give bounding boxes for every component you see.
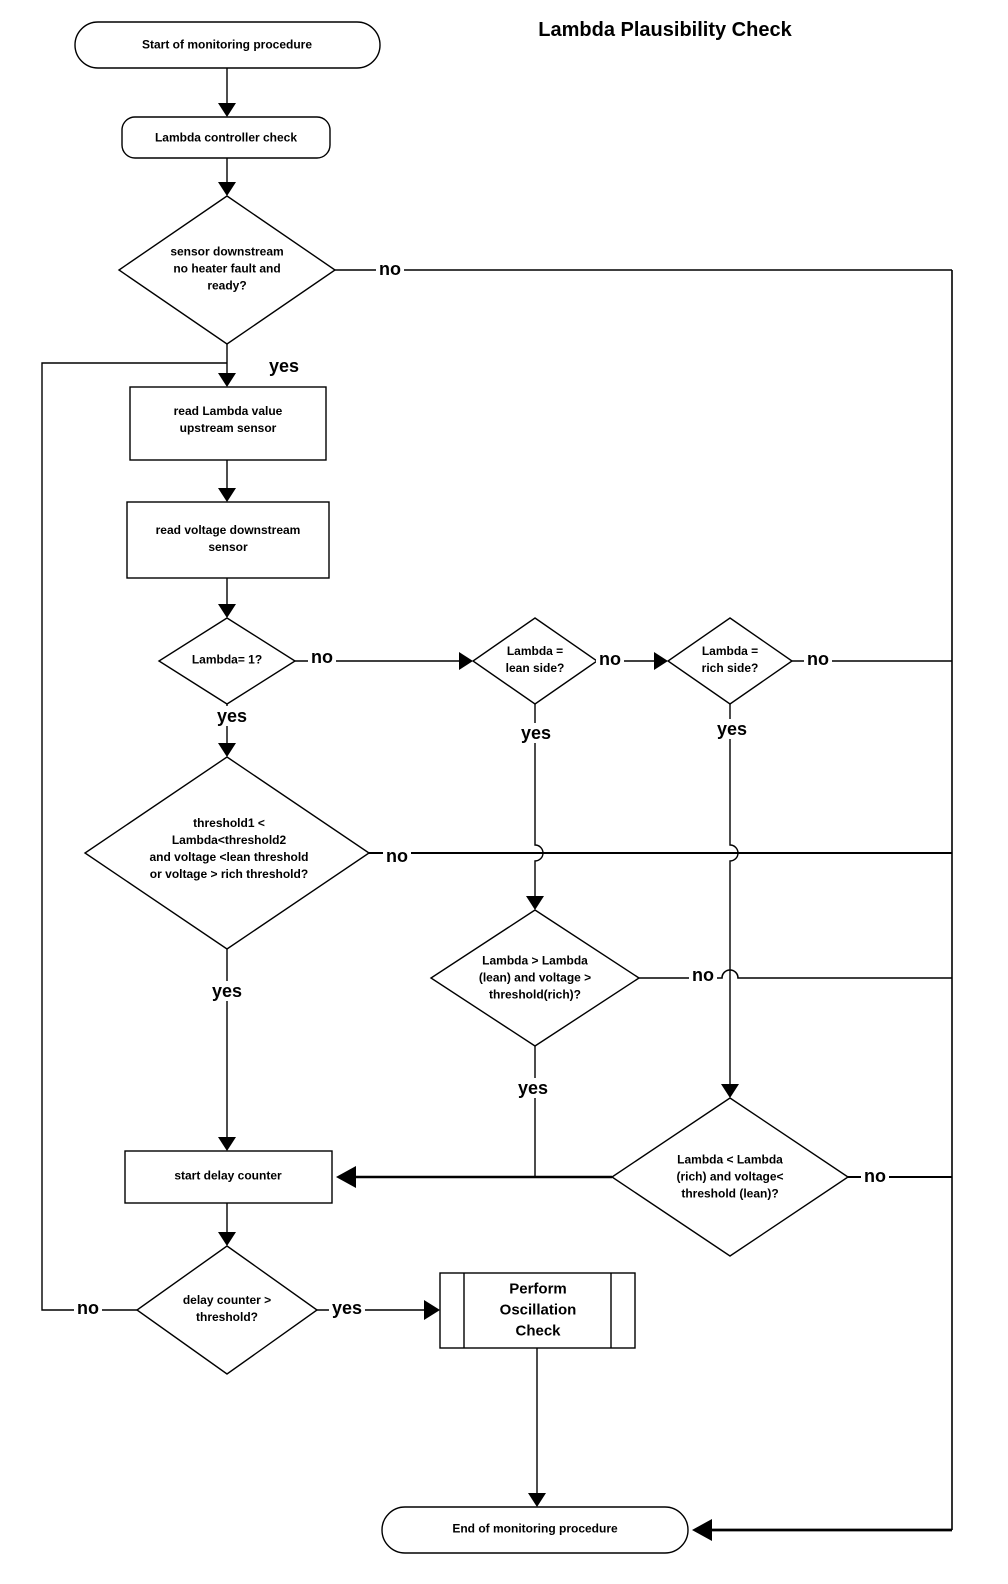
node-lean-voltage-label: Lambda > Lambda (lean) and voltage > thr…: [478, 953, 592, 1002]
arrowhead: [424, 1300, 440, 1320]
read-voltage-process-shape: [126, 501, 330, 579]
node-delay-counter-label: delay counter > threshold?: [182, 1293, 272, 1324]
edge-label-threshold-no: no: [383, 846, 411, 866]
node-controller-check-label: Lambda controller check: [154, 130, 298, 145]
controller-check-shape: [121, 116, 331, 159]
rich-voltage-decision-shape: [610, 1097, 850, 1257]
edge-label-rich-voltage-no: no: [861, 1166, 889, 1186]
arrowhead: [654, 652, 668, 670]
arrowhead: [218, 182, 236, 196]
edge-label-lean-voltage-no: no: [689, 965, 717, 985]
node-read-lambda-label: read Lambda value upstream sensor: [173, 404, 283, 435]
node-lambda-equals-1-label: Lambda= 1?: [191, 652, 263, 667]
arrowhead: [218, 488, 236, 502]
arrowhead: [218, 743, 236, 757]
edge-label-lambda1-yes: yes: [213, 706, 251, 726]
node-threshold-check-label: threshold1 < Lambda<threshold2 and volta…: [149, 816, 309, 881]
edge-label-delay-yes: yes: [328, 1298, 366, 1318]
arrowhead: [218, 373, 236, 387]
edge-label-lean-yes: yes: [517, 723, 555, 743]
node-lambda-lean-label: Lambda = lean side?: [505, 644, 565, 675]
arrowhead: [218, 604, 236, 618]
arrowhead: [218, 1137, 236, 1151]
node-end-label: End of monitoring procedure: [452, 1521, 618, 1536]
node-start-delay-label: start delay counter: [174, 1168, 282, 1183]
lambda-rich-decision-shape: [666, 617, 794, 705]
node-rich-voltage-label: Lambda < Lambda (rich) and voltage< thre…: [676, 1152, 784, 1201]
node-start-label: Start of monitoring procedure: [141, 37, 313, 52]
start-delay-process-shape: [124, 1150, 333, 1204]
end-terminator-shape: [381, 1506, 689, 1554]
arrowhead: [721, 1084, 739, 1098]
threshold-check-decision-shape: [83, 756, 371, 950]
edge-label-sensor-ready-yes: yes: [265, 356, 303, 376]
lean-voltage-decision-shape: [429, 909, 641, 1047]
connector-lean-voltage-no: [639, 969, 952, 979]
arrowhead: [218, 103, 236, 117]
arrowhead: [218, 1232, 236, 1246]
edge-label-lambda1-no: no: [308, 647, 336, 667]
arrowhead: [526, 896, 544, 910]
node-oscillation-label: Perform Oscillation Check: [499, 1280, 577, 1340]
arrowhead: [528, 1493, 546, 1507]
node-read-voltage-label: read voltage downstream sensor: [155, 523, 301, 554]
edge-label-rich-yes: yes: [713, 719, 751, 739]
sensor-ready-decision-shape: [117, 195, 337, 345]
start-terminator-shape: [74, 21, 381, 69]
node-lambda-rich-label: Lambda = rich side?: [701, 644, 759, 675]
arrowhead: [336, 1166, 356, 1188]
lambda-lean-decision-shape: [471, 617, 599, 705]
arrowhead: [692, 1519, 712, 1541]
delay-counter-decision-shape: [135, 1245, 319, 1375]
edge-label-rich-no: no: [804, 649, 832, 669]
edge-label-lean-no: no: [596, 649, 624, 669]
read-lambda-process-shape: [129, 386, 327, 461]
edge-label-threshold-yes: yes: [208, 981, 246, 1001]
edge-label-sensor-ready-no: no: [376, 259, 404, 279]
arrowhead: [459, 652, 473, 670]
edge-label-lean-voltage-yes: yes: [514, 1078, 552, 1098]
oscillation-predefined-shape: [439, 1272, 636, 1349]
node-sensor-ready-label: sensor downstream no heater fault and re…: [170, 244, 284, 293]
lambda-equals-1-decision-shape: [157, 617, 297, 705]
connector-rich-yes: [729, 704, 739, 1084]
page-title: Lambda Plausibility Check: [538, 19, 792, 41]
edge-label-delay-no: no: [74, 1298, 102, 1318]
